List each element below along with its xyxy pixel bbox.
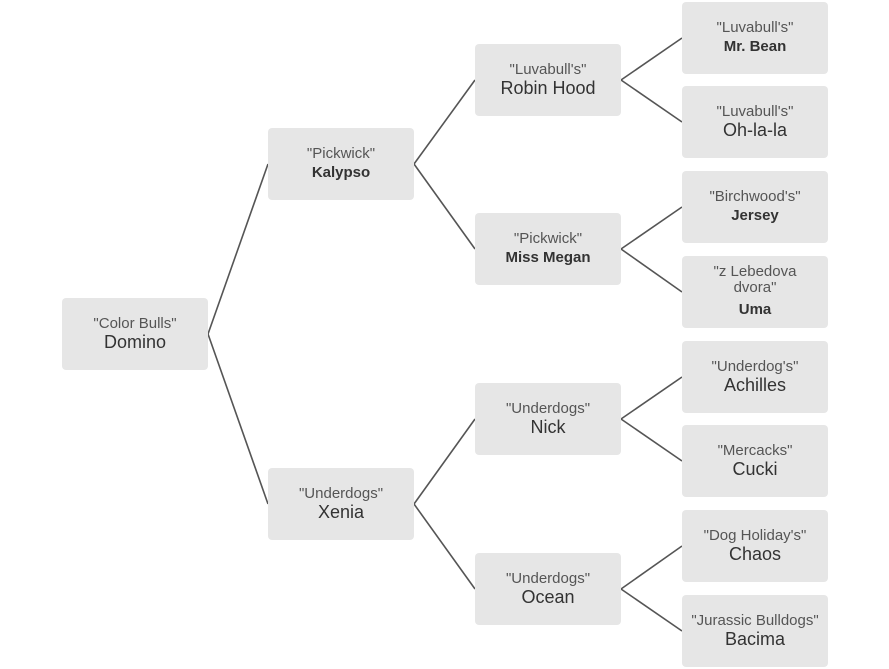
dog-node-kalypso: "Pickwick" Kalypso xyxy=(268,128,414,200)
connector-dd-ddd xyxy=(620,588,683,632)
dog-node-achilles: "Underdog's" Achilles xyxy=(682,341,828,413)
dog-name: Robin Hood xyxy=(500,78,596,98)
dog-name: Chaos xyxy=(728,544,782,564)
dog-name: Domino xyxy=(103,332,167,352)
kennel-label: "Mercacks" xyxy=(717,442,793,459)
connector-root-dam xyxy=(207,333,269,505)
kennel-label: "Birchwood's" xyxy=(709,188,801,205)
connector-sire-sd xyxy=(413,163,476,250)
dog-name: Ocean xyxy=(521,587,575,607)
dog-node-oh-la-la: "Luvabull's" Oh-la-la xyxy=(682,86,828,158)
dog-name: Achilles xyxy=(723,375,787,395)
kennel-label: "Underdogs" xyxy=(505,570,591,587)
connector-sire-ss xyxy=(413,79,476,165)
dog-name: Mr. Bean xyxy=(723,38,787,55)
dog-node-miss-megan: "Pickwick" Miss Megan xyxy=(475,213,621,285)
connector-dd-dds xyxy=(620,545,683,590)
dog-name: Bacima xyxy=(724,629,786,649)
dog-node-chaos: "Dog Holiday's" Chaos xyxy=(682,510,828,582)
kennel-label: "Luvabull's" xyxy=(716,19,794,36)
dog-node-uma: "z Lebedova dvora" Uma xyxy=(682,256,828,328)
dog-name: Uma xyxy=(738,301,772,318)
dog-node-xenia: "Underdogs" Xenia xyxy=(268,468,414,540)
dog-node-mr-bean: "Luvabull's" Mr. Bean xyxy=(682,2,828,74)
kennel-label: "Pickwick" xyxy=(513,230,583,247)
dog-node-jersey: "Birchwood's" Jersey xyxy=(682,171,828,243)
kennel-label: "Dog Holiday's" xyxy=(703,527,807,544)
connector-dam-dd xyxy=(413,503,476,590)
dog-name: Miss Megan xyxy=(505,249,591,266)
kennel-label: "Luvabull's" xyxy=(509,61,587,78)
dog-node-nick: "Underdogs" Nick xyxy=(475,383,621,455)
dog-node-bacima: "Jurassic Bulldogs" Bacima xyxy=(682,595,828,667)
connector-sd-sds xyxy=(620,206,683,250)
dog-node-domino: "Color Bulls" Domino xyxy=(62,298,208,370)
dog-name: Jersey xyxy=(731,207,779,224)
kennel-label: "Pickwick" xyxy=(306,145,376,162)
connector-ss-ssd xyxy=(620,79,683,123)
connector-dam-ds xyxy=(413,418,476,505)
dog-name: Kalypso xyxy=(311,164,371,181)
dog-name: Xenia xyxy=(317,502,365,522)
dog-name: Oh-la-la xyxy=(722,120,788,140)
dog-node-cucki: "Mercacks" Cucki xyxy=(682,425,828,497)
connector-sd-sdd xyxy=(620,248,683,293)
kennel-label: "Underdog's" xyxy=(711,358,799,375)
kennel-label: "Underdogs" xyxy=(505,400,591,417)
dog-name: Cucki xyxy=(732,459,778,479)
kennel-label: "Underdogs" xyxy=(298,485,384,502)
kennel-label: "Color Bulls" xyxy=(93,315,177,332)
connector-ds-dss xyxy=(620,376,683,420)
dog-node-robin-hood: "Luvabull's" Robin Hood xyxy=(475,44,621,116)
kennel-label: "Jurassic Bulldogs" xyxy=(691,612,819,629)
connector-root-sire xyxy=(207,163,269,335)
kennel-label: "z Lebedova dvora" xyxy=(713,263,797,296)
kennel-label: "Luvabull's" xyxy=(716,103,794,120)
dog-name: Nick xyxy=(530,417,566,437)
connector-ss-sss xyxy=(620,37,683,81)
dog-node-ocean: "Underdogs" Ocean xyxy=(475,553,621,625)
connector-ds-dsd xyxy=(620,418,683,462)
